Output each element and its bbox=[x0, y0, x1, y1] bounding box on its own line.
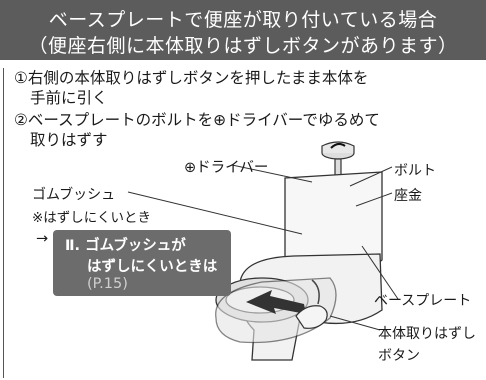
bolt-label: ボルト bbox=[394, 163, 436, 179]
reference-callout: Ⅱ. ゴムブッシュが はずしにくいときは (P.15) bbox=[53, 230, 231, 296]
release-button-label-line2: ボタン bbox=[378, 348, 420, 364]
base-plate-label: ベースプレート bbox=[374, 293, 472, 309]
step-1-line1: ①右側の本体取りはずしボタンを押したまま本体を bbox=[14, 69, 369, 87]
section-header: ベースプレートで便座が取り付いている場合 （便座右側に本体取りはずしボタンがあり… bbox=[0, 0, 486, 60]
hand-icon bbox=[295, 305, 328, 329]
rubber-bush-label: ゴムブッシュ bbox=[32, 187, 116, 203]
step-2-line2: 取りはずす bbox=[30, 131, 108, 149]
screwdriver-label: ⊕ドライバー bbox=[184, 160, 269, 176]
toilet-icon bbox=[215, 171, 383, 361]
callout-arrow: → bbox=[36, 231, 49, 247]
washer-label: 座金 bbox=[394, 188, 422, 204]
margin-rule bbox=[3, 68, 4, 378]
callout-page-ref: (P.15) bbox=[87, 276, 128, 292]
step-2-line1: ②ベースプレートのボルトを⊕ドライバーでゆるめて bbox=[14, 111, 380, 129]
callout-line1: Ⅱ. ゴムブッシュが bbox=[65, 238, 186, 254]
screwdriver-icon bbox=[321, 141, 355, 182]
release-button-label-line1: 本体取りはずし bbox=[378, 326, 476, 342]
header-title-line2: （便座右側に本体取りはずしボタンがあります） bbox=[28, 35, 458, 57]
step-1-line2: 手前に引く bbox=[30, 89, 108, 107]
callout-line2: はずしにくいときは bbox=[87, 259, 218, 275]
pull-direction-arrow bbox=[246, 290, 306, 314]
header-title-line1: ベースプレートで便座が取り付いている場合 bbox=[48, 9, 438, 31]
hard-to-remove-note: ※はずしにくいとき bbox=[32, 210, 152, 226]
